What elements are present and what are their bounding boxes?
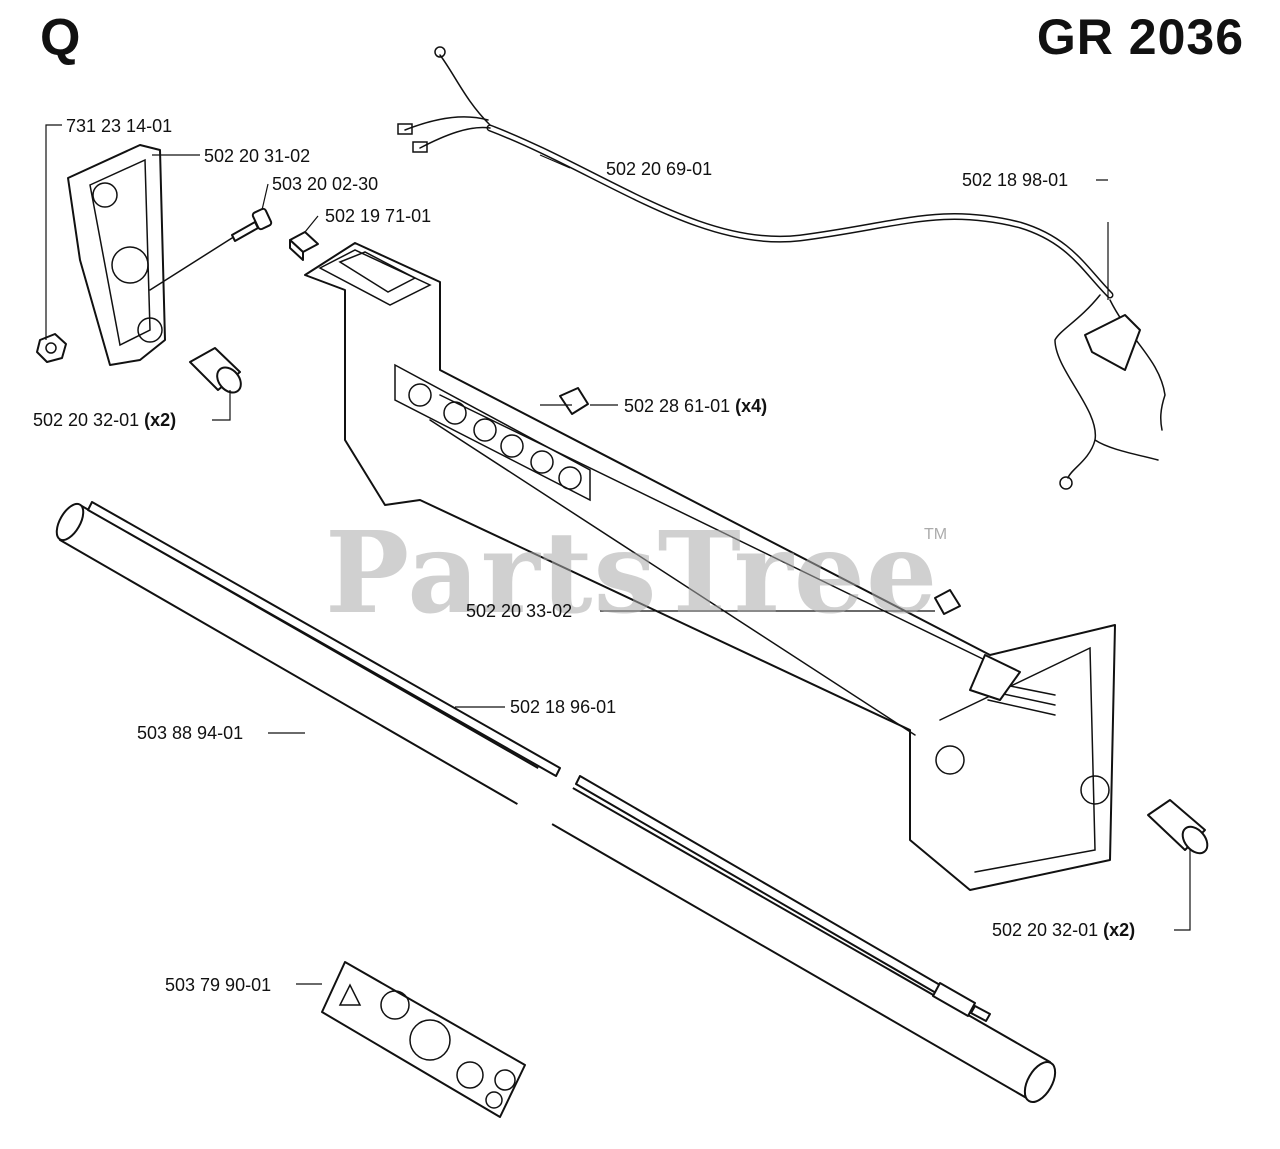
part-label-502-28-61-01[interactable]: 502 28 61-01 (x4) bbox=[624, 396, 767, 416]
part-quantity: (x2) bbox=[1103, 920, 1136, 940]
leader-lines bbox=[45, 124, 1191, 985]
part-label-502-20-31-02[interactable]: 502 20 31-02 bbox=[204, 146, 310, 166]
throttle-cable[interactable] bbox=[397, 46, 1166, 490]
part-number: 502 20 69-01 bbox=[606, 159, 713, 179]
frame-housing[interactable] bbox=[304, 242, 1116, 891]
part-label-731-23-14-01[interactable]: 731 23 14-01 bbox=[66, 116, 172, 136]
shaft-tube[interactable] bbox=[51, 500, 1061, 1107]
cap-left[interactable] bbox=[189, 347, 246, 397]
part-number: 502 20 32-01 bbox=[992, 920, 1099, 940]
part-number: 502 19 71-01 bbox=[325, 206, 432, 226]
screw[interactable] bbox=[149, 207, 273, 291]
part-label-503-20-02-30[interactable]: 503 20 02-30 bbox=[272, 174, 378, 194]
part-number: 502 20 33-02 bbox=[466, 601, 573, 621]
part-label-502-18-98-01[interactable]: 502 18 98-01 bbox=[962, 170, 1068, 190]
section-letter: Q bbox=[40, 9, 81, 67]
square-nut[interactable] bbox=[289, 231, 319, 261]
part-number: 731 23 14-01 bbox=[66, 116, 173, 136]
part-label-502-20-69-01[interactable]: 502 20 69-01 bbox=[606, 159, 712, 179]
part-quantity: (x4) bbox=[735, 396, 768, 416]
handle-bracket[interactable] bbox=[67, 144, 166, 366]
part-number: 502 20 32-01 bbox=[33, 410, 140, 430]
part-number: 502 28 61-01 bbox=[624, 396, 731, 416]
part-number: 502 18 98-01 bbox=[962, 170, 1069, 190]
part-number: 502 20 31-02 bbox=[204, 146, 311, 166]
part-number: 503 20 02-30 bbox=[272, 174, 379, 194]
part-label-503-79-90-01[interactable]: 503 79 90-01 bbox=[165, 975, 271, 995]
part-number: 503 88 94-01 bbox=[137, 723, 244, 743]
part-label-502-20-33-02[interactable]: 502 20 33-02 bbox=[466, 601, 572, 621]
cap-right[interactable] bbox=[1147, 799, 1212, 858]
part-number: 503 79 90-01 bbox=[165, 975, 272, 995]
watermark: PartsTree bbox=[325, 508, 939, 639]
part-label-502-20-32-01[interactable]: 502 20 32-01 (x2) bbox=[33, 410, 176, 430]
trademark-mark: TM bbox=[924, 526, 948, 543]
part-number: 502 18 96-01 bbox=[510, 697, 617, 717]
part-label-502-19-71-01[interactable]: 502 19 71-01 bbox=[325, 206, 431, 226]
clip[interactable] bbox=[559, 387, 961, 615]
part-quantity: (x2) bbox=[144, 410, 177, 430]
part-label-502-18-96-01[interactable]: 502 18 96-01 bbox=[510, 697, 616, 717]
nut[interactable] bbox=[36, 333, 67, 363]
part-label-502-20-32-01-right[interactable]: 502 20 32-01 (x2) bbox=[992, 920, 1135, 940]
warning-decal[interactable] bbox=[321, 961, 526, 1118]
drive-shaft[interactable] bbox=[87, 501, 991, 1022]
part-label-503-88-94-01[interactable]: 503 88 94-01 bbox=[137, 723, 243, 743]
model-title: GR 2036 bbox=[1036, 9, 1244, 65]
